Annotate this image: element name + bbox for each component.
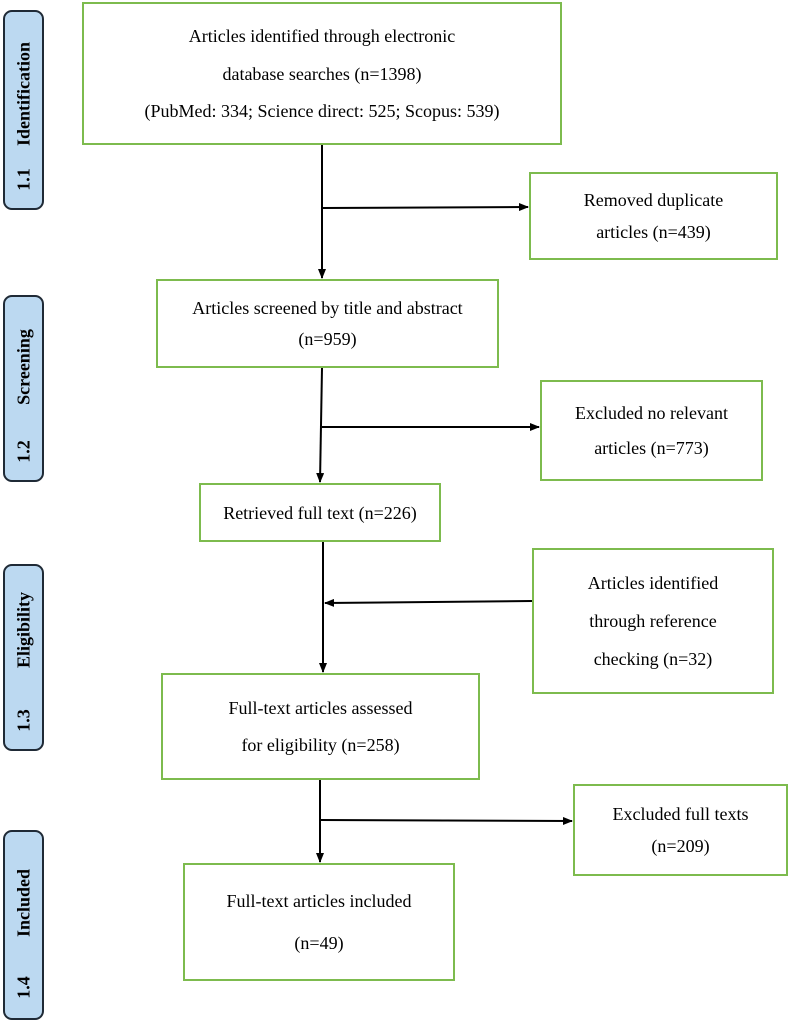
- box-text: Excluded no relevant: [575, 402, 728, 423]
- box-text: Articles identified through electronic: [188, 26, 456, 47]
- box-text: (n=209): [651, 836, 710, 857]
- box-excluded-irrelevant: Excluded no relevant articles (n=773): [540, 380, 763, 481]
- arrow-down-2: [316, 367, 325, 483]
- box-excluded-full: Excluded full texts (n=209): [573, 784, 788, 876]
- box-text: checking (n=32): [593, 649, 713, 669]
- box-screened: Articles screened by title and abstract …: [156, 279, 499, 368]
- box-assessed: Full-text articles assessed for eligibil…: [161, 673, 480, 780]
- box-text: database searches (n=1398): [222, 63, 422, 84]
- box-included: Full-text articles included (n=49): [183, 863, 455, 981]
- box-text: Retrieved full text (n=226): [223, 502, 417, 523]
- stage-identification: Identification 1.1: [3, 10, 44, 210]
- box-text: (PubMed: 334; Science direct: 525; Scopu…: [144, 100, 500, 121]
- arrow-right-duplicates: [321, 203, 529, 212]
- box-text: articles (n=773): [594, 438, 709, 459]
- box-text: Full-text articles assessed: [228, 697, 413, 718]
- box-text: Articles identified: [587, 573, 719, 593]
- box-text: Removed duplicate: [583, 190, 724, 211]
- box-text: Articles screened by title and abstract: [192, 297, 463, 318]
- box-identified: Articles identified through electronic d…: [82, 2, 562, 145]
- box-duplicates: Removed duplicate articles (n=439): [529, 172, 778, 260]
- box-text: through reference: [589, 611, 717, 631]
- box-text: for eligibility (n=258): [241, 735, 400, 756]
- box-retrieved: Retrieved full text (n=226): [199, 483, 441, 542]
- arrow-left-reference: [324, 598, 533, 607]
- box-text: (n=49): [294, 932, 344, 953]
- box-text: Full-text articles included: [226, 891, 412, 912]
- stage-included: Included 1.4: [3, 830, 44, 1020]
- box-text: (n=959): [298, 329, 357, 350]
- box-text: Excluded full texts: [612, 803, 749, 824]
- box-reference: Articles identified through reference ch…: [532, 548, 774, 694]
- arrow-right-excluded-full: [319, 816, 573, 825]
- box-text: articles (n=439): [596, 221, 711, 242]
- stage-screening: Screening 1.2: [3, 295, 44, 482]
- stage-eligibility: Eligibility 1.3: [3, 564, 44, 751]
